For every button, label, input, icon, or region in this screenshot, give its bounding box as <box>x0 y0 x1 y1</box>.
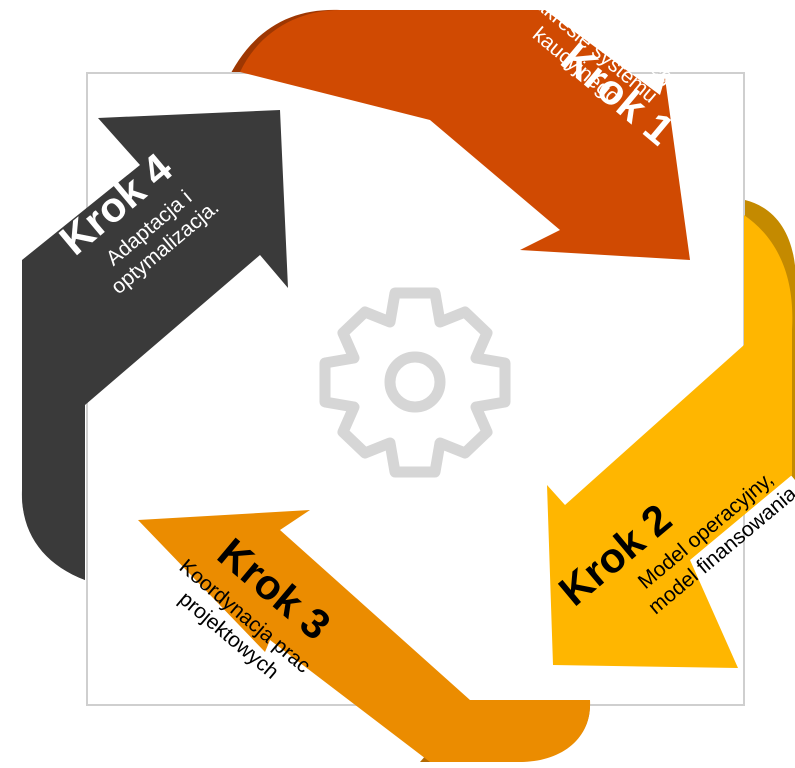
step-1-arrow <box>240 10 690 260</box>
gear-icon <box>319 287 511 478</box>
step-2-arrow <box>547 215 793 668</box>
step-4-arrow <box>22 110 288 580</box>
step-3-arrow <box>138 510 591 762</box>
